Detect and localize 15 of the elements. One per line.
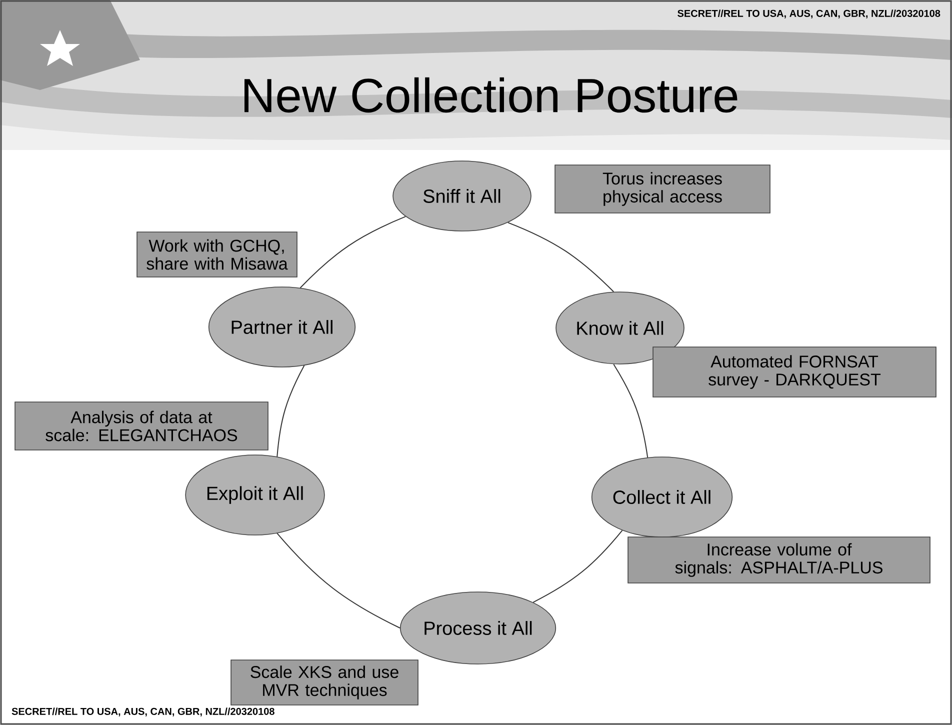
callout-box: Automated FORNSAT survey - DARKQUEST	[652, 346, 936, 398]
callout-box: Scale XKS and use MVR techniques	[230, 660, 418, 706]
callout-box: Increase volume of signals: ASPHALT/A-PLUS	[628, 536, 930, 584]
classification-marking: SECRET//REL TO USA, AUS, CAN, GBR, NZL//20320108	[678, 10, 940, 18]
connector-arc	[276, 365, 305, 458]
connector-arc	[532, 530, 623, 603]
connector-arc	[276, 532, 400, 628]
classification-marking: SECRET//REL TO USA, AUS, CAN, GBR, NZL//20320108	[12, 708, 274, 716]
callout-box: Analysis of data at scale: ELEGANTCHAOS	[14, 402, 268, 450]
slide-title: New Collection Posture	[244, 77, 738, 113]
connector-arc	[507, 222, 614, 292]
callout-box: Work with GCHQ, share with Misawa	[136, 232, 298, 278]
callout-box: Torus increases physical access	[554, 164, 770, 214]
connector-arc	[300, 216, 406, 288]
connector-arc	[613, 364, 648, 458]
